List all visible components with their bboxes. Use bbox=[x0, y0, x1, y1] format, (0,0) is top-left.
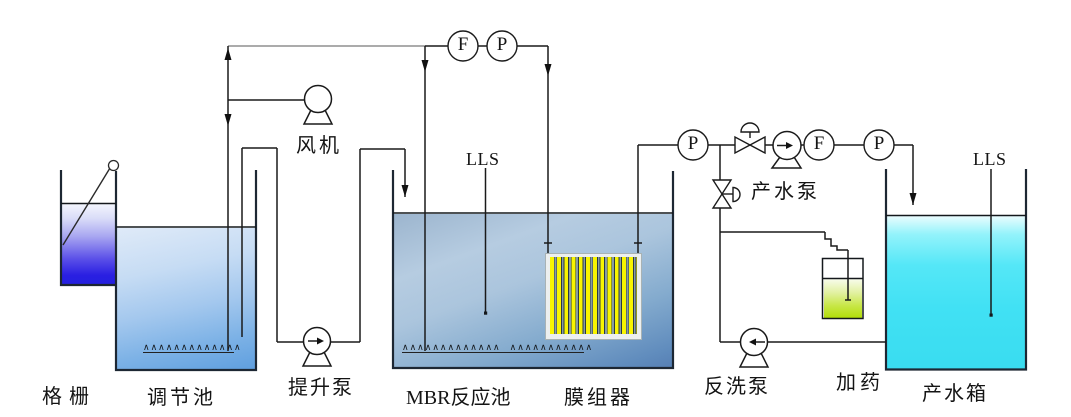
mbr-aeration-diffusers: ∧∧∧∧∧∧∧∧∧∧∧∧∧ ∧∧∧∧∧∧∧∧∧∧∧ bbox=[402, 343, 592, 353]
product-inlet-arrow bbox=[909, 193, 917, 205]
permeate-flow-meter-circle bbox=[803, 129, 835, 161]
valve-actuator-dome bbox=[740, 122, 760, 133]
permeate-pressure-gauge-circle bbox=[677, 129, 709, 161]
diffuser-glyph-row: ∧∧∧∧∧∧∧∧∧∧∧∧∧ bbox=[402, 343, 501, 353]
membrane-air-arrow bbox=[544, 64, 552, 76]
tank-outlines bbox=[59, 169, 1028, 372]
level-sensor-tips bbox=[484, 311, 993, 317]
membrane-module bbox=[545, 252, 642, 340]
gauge-circles bbox=[447, 30, 895, 161]
product-pump-label: 产水泵 bbox=[751, 181, 820, 203]
mbr-level-sensor-label: LLS bbox=[466, 149, 500, 169]
water-surface-lines bbox=[61, 202, 1026, 228]
outlet-pressure-gauge-circle bbox=[863, 129, 895, 161]
permeate-flow-meter-letter: F bbox=[813, 133, 825, 155]
dosing-bottle-liquid bbox=[823, 279, 862, 318]
regulating-tank-outline bbox=[114, 170, 258, 372]
dosing-label: 加药 bbox=[836, 372, 884, 394]
grid-screen-tank-water bbox=[61, 204, 116, 285]
membrane-module-label: 膜组器 bbox=[564, 387, 633, 409]
product-pump-symbol bbox=[770, 130, 803, 169]
air-pressure-meter-letter: P bbox=[496, 34, 508, 56]
air-down-arrow bbox=[224, 114, 232, 126]
grid-screen-label: 格栅 bbox=[42, 386, 96, 408]
blower-symbol bbox=[302, 84, 334, 125]
mbr-tank-label: MBR反应池 bbox=[406, 387, 511, 409]
regulating-tank-aeration-diffusers: ∧∧∧∧∧∧∧∧∧∧∧∧∧ bbox=[143, 344, 241, 353]
mbr-tank-outline bbox=[391, 170, 675, 370]
air-pressure-meter-circle bbox=[486, 30, 518, 62]
flow-arrows bbox=[224, 48, 917, 205]
grid-screen-tank-outline bbox=[59, 170, 116, 287]
regulating-tank-label: 调节池 bbox=[147, 387, 216, 409]
lift-pump-label: 提升泵 bbox=[288, 377, 354, 399]
regulating-tank-water bbox=[117, 227, 255, 370]
backwash-pump-label: 反洗泵 bbox=[704, 376, 770, 398]
diffuser-glyph-row: ∧∧∧∧∧∧∧∧∧∧∧ bbox=[509, 343, 594, 353]
valve-handle bbox=[732, 186, 741, 203]
lift-pump-symbol bbox=[301, 326, 333, 367]
control-valve bbox=[734, 122, 766, 155]
pipes bbox=[227, 45, 992, 351]
permeate-pressure-gauge-letter: P bbox=[687, 133, 699, 155]
product-tank-label: 产水箱 bbox=[922, 383, 988, 405]
mbr-aeration-arrow bbox=[421, 60, 429, 72]
grid-screen-rake bbox=[62, 159, 120, 246]
blower-label: 风机 bbox=[296, 135, 342, 157]
outlet-pressure-gauge-letter: P bbox=[873, 133, 885, 155]
mbr-feed-arrow bbox=[401, 185, 409, 197]
diffuser-glyph-row: ∧∧∧∧∧∧∧∧∧∧∧∧∧ bbox=[143, 343, 242, 353]
membrane-sheet-stripes bbox=[550, 256, 637, 334]
backwash-valve bbox=[711, 179, 741, 209]
dosing-bottle bbox=[821, 257, 864, 320]
air-up-arrow bbox=[224, 48, 232, 60]
air-flow-meter-circle bbox=[447, 30, 479, 62]
product-tank-outline bbox=[884, 169, 1028, 371]
product-level-sensor-label: LLS bbox=[973, 149, 1007, 169]
product-tank-water bbox=[887, 216, 1025, 369]
air-flow-meter-letter: F bbox=[457, 34, 469, 56]
backwash-pump-symbol bbox=[738, 327, 770, 368]
